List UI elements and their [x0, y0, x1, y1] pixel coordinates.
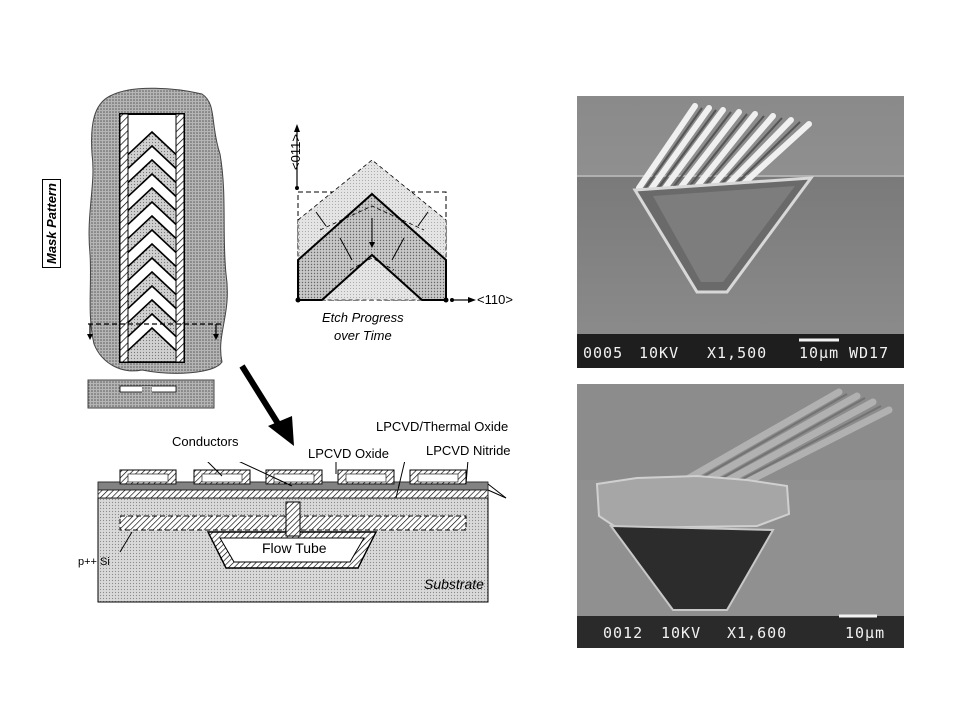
conductor-bumps	[119, 469, 467, 485]
axis-011-label: <011>	[288, 134, 303, 170]
substrate-label: Substrate	[424, 576, 484, 592]
sem-top-scale: 10µm	[799, 344, 839, 362]
sem-bottom-id: 0012	[603, 624, 643, 642]
sem-top-wd: WD17	[849, 344, 889, 362]
sem-bottom-scale: 10µm	[845, 624, 885, 642]
etch-progress-diagram	[294, 124, 476, 303]
sem-bottom-kv: 10KV	[661, 624, 701, 642]
sem-top-kv: 10KV	[639, 344, 679, 362]
cross-section-diagram	[97, 462, 507, 603]
conductors-label: Conductors	[172, 434, 239, 449]
sem-image-bottom: 0012 10KV X1,600 10µm	[577, 384, 904, 648]
lpcvd-oxide-label: LPCVD Oxide	[308, 446, 389, 461]
p-si-label: p++ Si	[78, 556, 110, 568]
etch-caption-line2: over Time	[334, 328, 392, 343]
lpcvd-nitride-label: LPCVD Nitride	[426, 443, 511, 458]
lpcvd-thermal-oxide-label: LPCVD/Thermal Oxide	[376, 419, 509, 434]
flow-tube-label: Flow Tube	[262, 540, 327, 556]
down-arrow-icon	[239, 364, 294, 446]
mask-pattern-label: Mask Pattern	[42, 179, 61, 268]
sem-top-id: 0005	[583, 344, 623, 362]
etch-caption-line1: Etch Progress	[322, 310, 404, 325]
sem-image-top: 0005 10KV X1,500 10µm WD17	[577, 96, 904, 368]
mask-chevrons	[119, 130, 185, 363]
sem-top-mag: X1,500	[707, 344, 767, 362]
axis-110-label: <110>	[477, 292, 513, 307]
sem-bottom-mag: X1,600	[727, 624, 787, 642]
mask-pattern-diagram	[87, 87, 228, 409]
